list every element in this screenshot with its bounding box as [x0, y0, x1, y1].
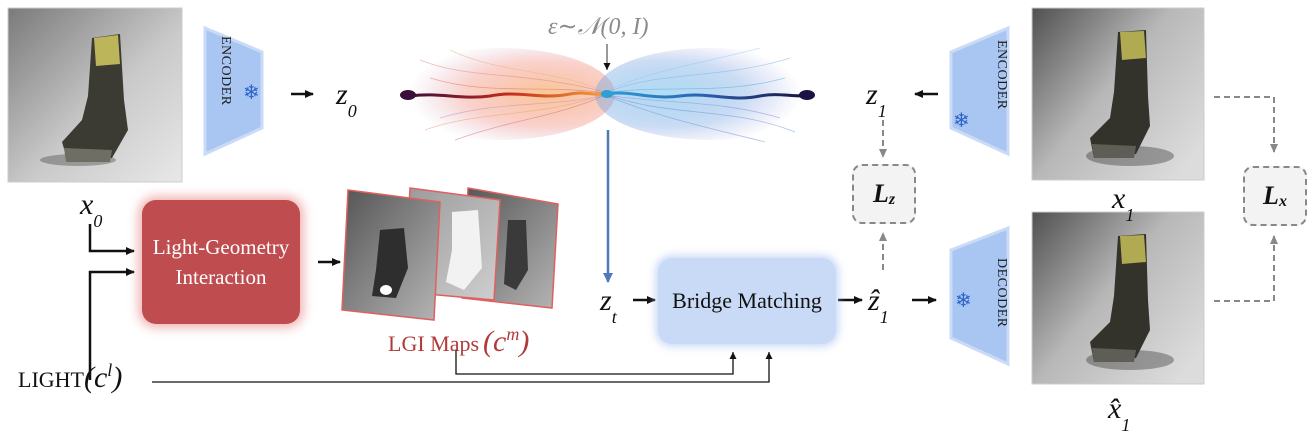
input-image-x0 — [7, 7, 183, 183]
label-zt: zt — [600, 284, 617, 327]
loss-arrows — [879, 96, 1278, 302]
bridge-matching-label: Bridge Matching — [672, 288, 822, 313]
label-z1-hat: ẑ1 — [868, 284, 889, 327]
light-input-label: LIGHT(cl) — [18, 360, 122, 395]
encoder-right-shape — [949, 25, 1010, 157]
light-var: (cl) — [83, 360, 123, 394]
label-z0: z0 — [336, 78, 357, 121]
condition-arrows — [152, 350, 773, 383]
bridge-trajectory — [385, 47, 825, 143]
lgi-line1: Light-Geometry — [152, 234, 290, 259]
noise-label: ε∼𝒩(0, I) — [548, 14, 649, 40]
snowflake-icon: ❄ — [243, 82, 260, 104]
encoder-right-label: ENCODER — [994, 40, 1009, 110]
decoder-shape — [949, 225, 1010, 367]
snowflake-icon: ❄ — [955, 290, 972, 312]
output-image-x1 — [1031, 7, 1205, 181]
flow-arrows — [88, 90, 938, 380]
output-image-x1-hat — [1031, 211, 1205, 385]
lgi-maps-var: (cm) — [483, 324, 530, 358]
lgi-maps-text: LGI Maps — [388, 331, 480, 356]
decoder: DECODER ❄ — [951, 228, 1009, 364]
lgi-maps-label: LGI Maps (cm) — [388, 324, 529, 359]
encoder-left-shape — [203, 25, 264, 157]
encoder-right: ENCODER ❄ — [951, 28, 1009, 154]
lgi-line2: Interaction — [175, 265, 267, 289]
label-z1: z1 — [866, 78, 887, 121]
encoder-left-label: ENCODER — [218, 36, 233, 106]
lgi-maps-stack — [341, 187, 559, 321]
snowflake-icon: ❄ — [953, 110, 970, 132]
label-x1: x1 — [1112, 182, 1135, 225]
encoder-left: ENCODER ❄ — [205, 28, 262, 154]
decoder-label: DECODER — [994, 258, 1009, 328]
label-x1-hat: x̂1 — [1108, 392, 1131, 435]
light-text: LIGHT — [18, 367, 84, 392]
label-x0: x0 — [80, 188, 103, 231]
light-geometry-interaction-box: Light-Geometry Interaction — [142, 200, 300, 324]
bridge-matching-box: Bridge Matching — [658, 258, 836, 344]
